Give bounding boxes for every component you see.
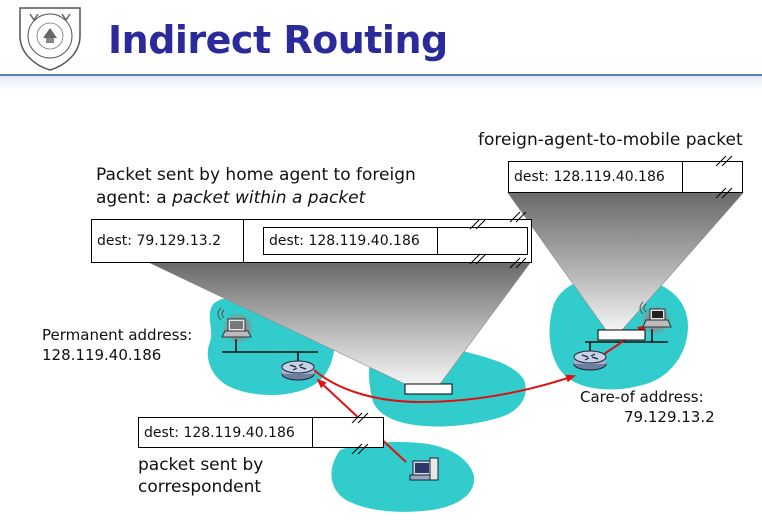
mobile-packet-marker: [597, 329, 646, 341]
foreign-to-mobile-dest: dest: 128.119.40.186: [509, 162, 683, 192]
correspondent-caption-line1: packet sent by: [138, 455, 264, 475]
encapsulated-packet: dest: 79.129.13.2 dest: 128.119.40.186: [91, 219, 532, 263]
home-agent-router-icon: [281, 360, 315, 381]
foreign-to-mobile-packet: dest: 128.119.40.186: [508, 161, 743, 193]
home-to-foreign-caption-line1: Packet sent by home agent to foreign: [96, 165, 416, 185]
inner-packet: dest: 128.119.40.186: [263, 227, 528, 255]
correspondent-computer-icon: [409, 457, 439, 481]
correspondent-dest: dest: 128.119.40.186: [139, 418, 313, 447]
home-laptop-icon: [221, 318, 252, 338]
correspondent-packet: dest: 128.119.40.186: [138, 417, 384, 448]
slide-title: Indirect Routing: [108, 18, 448, 62]
home-to-foreign-caption-plain: agent: a: [96, 188, 173, 208]
care-of-address-value: 79.129.13.2: [624, 408, 715, 426]
home-to-foreign-caption-italic: packet within a packet: [172, 188, 366, 208]
home-to-foreign-caption-line2: agent: a packet within a packet: [96, 188, 365, 208]
tunneled-packet-marker: [404, 383, 453, 395]
correspondent-caption-line2: correspondent: [138, 477, 262, 497]
university-seal-icon: [19, 7, 81, 71]
foreign-agent-router-icon: [573, 350, 607, 371]
inner-dest: dest: 128.119.40.186: [264, 228, 438, 254]
foreign-to-mobile-caption: foreign-agent-to-mobile packet: [478, 130, 743, 150]
permanent-address-label: Permanent address:: [42, 326, 193, 344]
mobile-laptop-icon: [642, 308, 672, 328]
care-of-address-label: Care-of address:: [580, 388, 704, 406]
header-band: [0, 76, 762, 90]
correspondent-network: [331, 442, 475, 512]
beam-foreign-to-mobile: [507, 192, 744, 331]
outer-dest: dest: 79.129.13.2: [92, 220, 244, 262]
tunnel-path: [313, 369, 576, 404]
header-rule: [0, 74, 762, 76]
permanent-address-value: 128.119.40.186: [42, 346, 162, 364]
